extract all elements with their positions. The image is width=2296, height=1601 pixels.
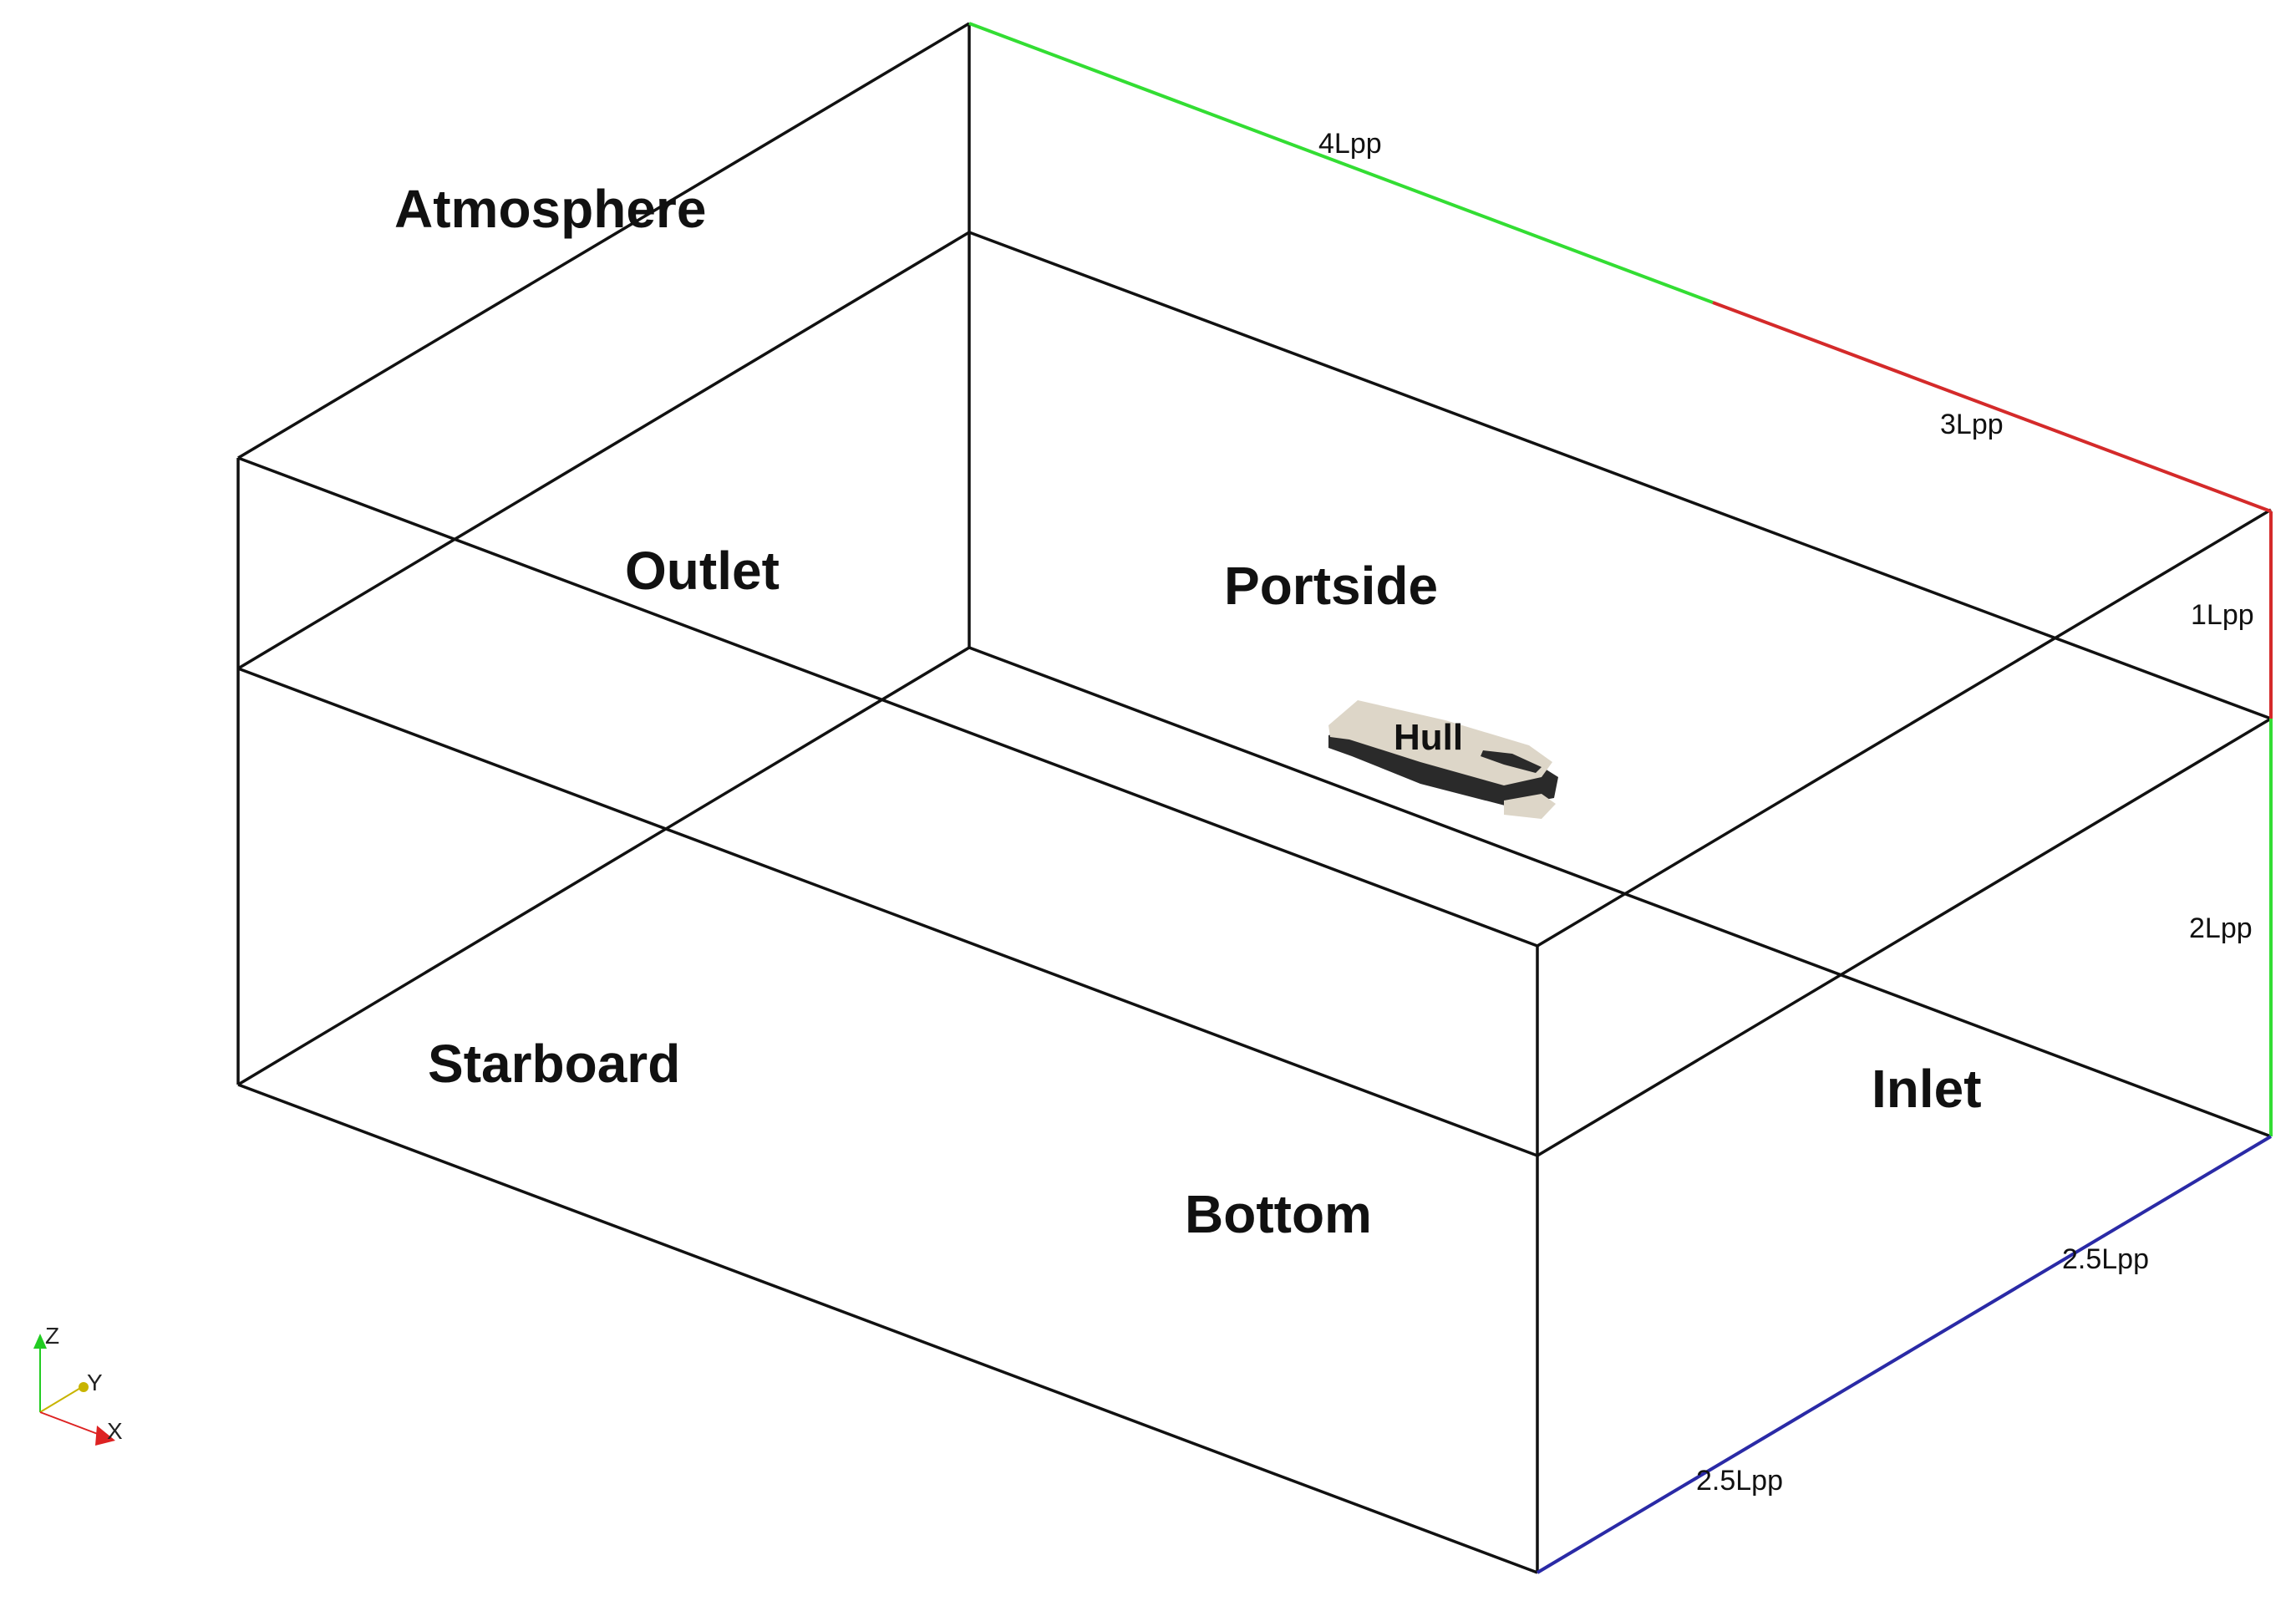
axis-triad: Z Y X (33, 1323, 123, 1446)
axis-y-label: Y (87, 1370, 103, 1395)
edge-top-back-left (237, 22, 970, 460)
edge-middle-left (237, 646, 970, 1086)
hull-deck (1328, 700, 1552, 785)
axis-x-line (39, 1411, 103, 1436)
dimension-label-2.5lpp-upper: 2.5Lpp (2062, 1243, 2149, 1275)
axis-x-label: X (107, 1418, 123, 1444)
starboard-label: Starboard (428, 1034, 680, 1094)
edge-waterline-back (968, 231, 2272, 720)
region-labels: Atmosphere Outlet Portside Starboard Inl… (394, 179, 1982, 1244)
edge-middle-back (968, 646, 2272, 1138)
dimension-edges (968, 22, 2273, 1574)
edge-waterline-right (1537, 717, 2272, 1157)
dimension-label-3lpp: 3Lpp (1940, 409, 2004, 440)
edge-top-front (237, 456, 1538, 948)
hull-deck-streak (1481, 750, 1542, 773)
axis-x-arrowhead (95, 1426, 115, 1446)
axis-z-label: Z (45, 1323, 59, 1349)
portside-label: Portside (1224, 556, 1438, 616)
dimension-line-3lpp (1712, 301, 2272, 513)
hull-label: Hull (1394, 717, 1463, 758)
edge-middle-front (1537, 508, 2272, 948)
axis-y-line (39, 1386, 83, 1413)
atmosphere-label: Atmosphere (394, 179, 706, 239)
dimension-labels: 4Lpp 3Lpp 1Lpp 2Lpp 2.5Lpp 2.5Lpp (1318, 128, 2254, 1497)
dimension-label-2lpp: 2Lpp (2189, 912, 2253, 944)
bottom-label: Bottom (1185, 1184, 1372, 1244)
dimension-label-1lpp: 1Lpp (2191, 599, 2254, 631)
inlet-label: Inlet (1872, 1059, 1982, 1119)
domain-box-edges (236, 22, 2272, 1574)
outlet-label: Outlet (625, 541, 780, 601)
dimension-label-4lpp: 4Lpp (1318, 128, 1382, 160)
hull-stern-extension (1504, 794, 1556, 819)
hull-model: Hull (1328, 700, 1558, 819)
axis-y-marker (79, 1382, 89, 1392)
axis-z-arrowhead (33, 1334, 47, 1349)
edge-bottom-front (237, 1083, 1538, 1574)
dimension-line-width (1536, 1135, 2273, 1574)
edge-waterline-front (237, 667, 1538, 1157)
dimension-label-2.5lpp-lower: 2.5Lpp (1696, 1465, 1783, 1497)
edge-waterline-left (237, 231, 970, 670)
dimension-line-4lpp (968, 22, 1714, 304)
